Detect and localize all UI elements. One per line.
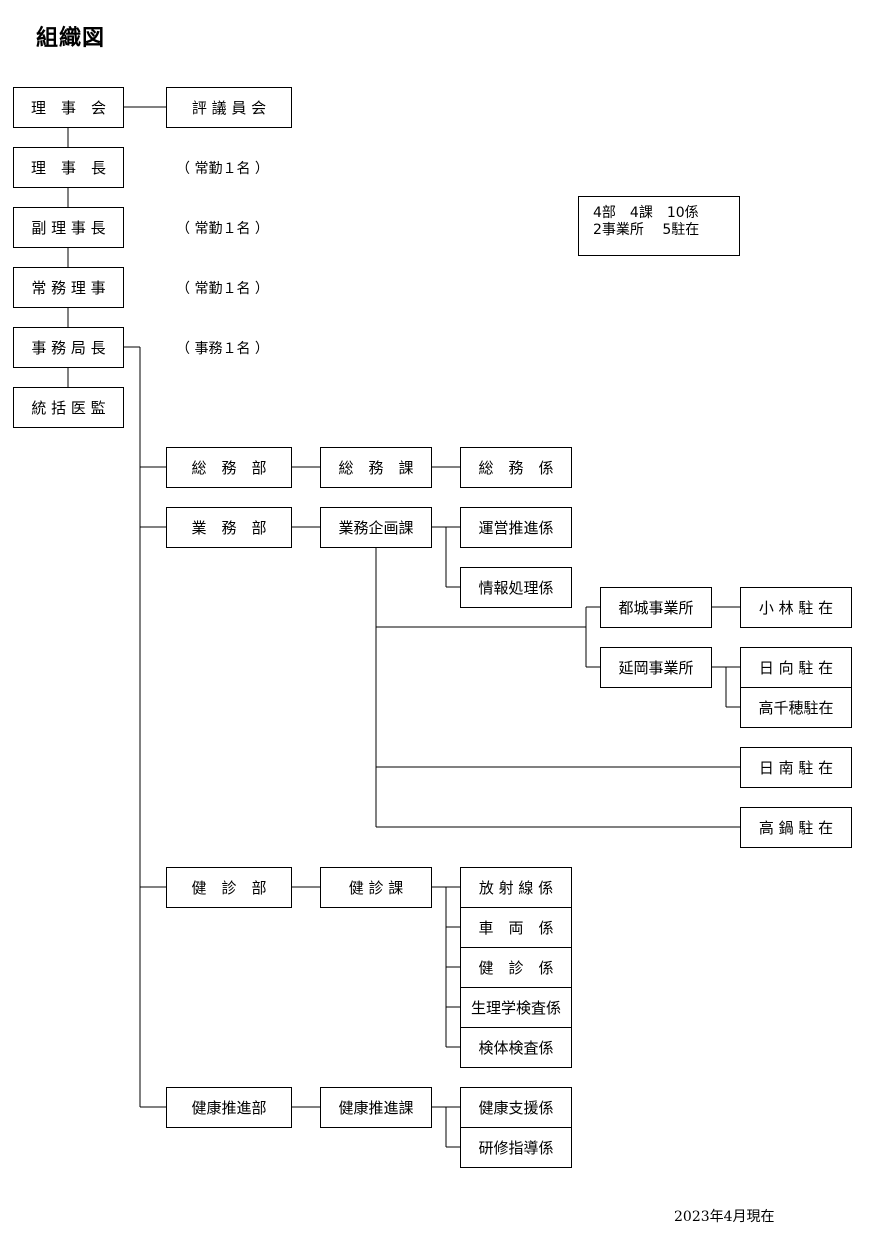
gyomu-section-box: 業務企画課 [320,507,432,548]
office-box: 都城事業所 [600,587,712,628]
kenko-unit-box: 健康支援係 [460,1087,572,1128]
somu-section-box: 総 務 課 [320,447,432,488]
kenshin-unit-box: 車 両 係 [460,907,572,948]
rijicho-box: 理 事 長 [13,147,124,188]
page-title: 組織図 [36,26,106,51]
kenko-unit-box: 研修指導係 [460,1127,572,1168]
rijikai-box: 理 事 会 [13,87,124,128]
hyogiinkai-box: 評 議 員 会 [166,87,292,128]
kenshin-unit-box: 検体検査係 [460,1027,572,1068]
summary-line-2: 2事業所 5駐在 [593,222,700,238]
station-box: 高千穂駐在 [740,687,852,728]
station-box: 小 林 駐 在 [740,587,852,628]
gyomu-unit-box: 運営推進係 [460,507,572,548]
kenko-section-box: 健康推進課 [320,1087,432,1128]
station-box: 日 向 駐 在 [740,647,852,688]
kenshin-dept-box: 健 診 部 [166,867,292,908]
kenshin-unit-box: 生理学検査係 [460,987,572,1028]
office-box: 延岡事業所 [600,647,712,688]
gyomu-unit-box: 情報処理係 [460,567,572,608]
station-box: 日 南 駐 在 [740,747,852,788]
summary-line-1: 4部 4課 10係 [593,205,699,221]
kenshin-section-box: 健 診 課 [320,867,432,908]
jomuriji-box: 常 務 理 事 [13,267,124,308]
rijicho-note: （ 常勤１名 ） [176,161,269,177]
jomuriji-note: （ 常勤１名 ） [176,281,269,297]
fukurijicho-box: 副 理 事 長 [13,207,124,248]
kenshin-unit-box: 健 診 係 [460,947,572,988]
gyomu-dept-box: 業 務 部 [166,507,292,548]
kenshin-unit-box: 放 射 線 係 [460,867,572,908]
kenko-dept-box: 健康推進部 [166,1087,292,1128]
station-box: 高 鍋 駐 在 [740,807,852,848]
somu-dept-box: 総 務 部 [166,447,292,488]
summary-box: 4部 4課 10係 2事業所 5駐在 [578,196,740,256]
as-of-date: 2023年4月現在 [674,1209,775,1225]
tokatsuikan-box: 統 括 医 監 [13,387,124,428]
fukurijicho-note: （ 常勤１名 ） [176,221,269,237]
jimukyokucho-note: （ 事務１名 ） [176,341,269,357]
jimukyokucho-box: 事 務 局 長 [13,327,124,368]
somu-unit-box: 総 務 係 [460,447,572,488]
